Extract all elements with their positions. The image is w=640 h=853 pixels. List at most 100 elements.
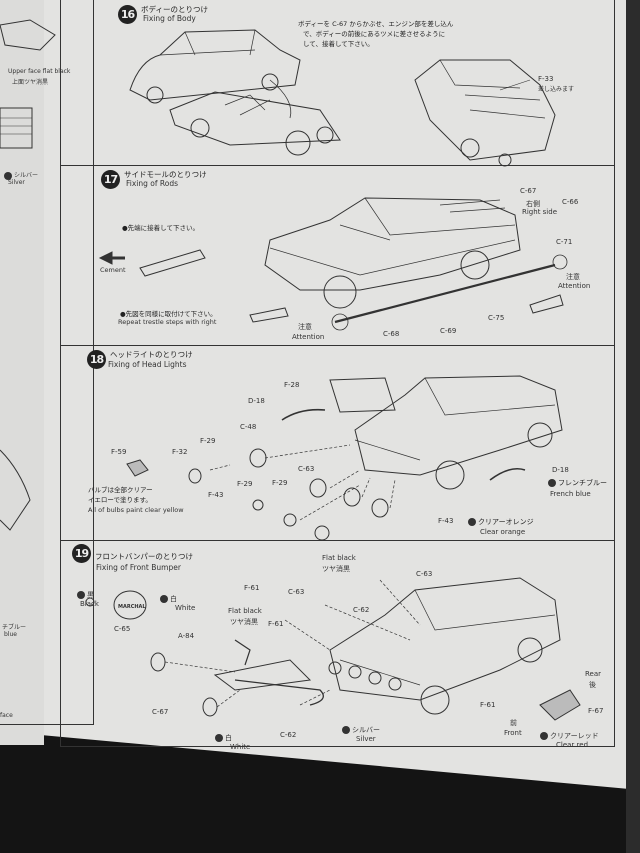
part-label: C-67	[152, 708, 169, 716]
note: Repeat trestle steps with right	[118, 318, 217, 326]
part-label: F-43	[208, 491, 224, 499]
paint-icon	[215, 734, 223, 742]
part-label: C-63	[298, 465, 315, 473]
brand-label: MARCHAL	[118, 604, 146, 610]
side-label: Right side	[522, 208, 557, 216]
part-label: F-29	[237, 480, 253, 488]
attention-label: Attention	[558, 282, 591, 290]
part-label: C-48	[240, 423, 257, 431]
part-label: C-75	[488, 314, 505, 322]
bulb-note: イエローで塗ります。	[88, 496, 152, 504]
step-title-en: Fixing of Rods	[126, 179, 179, 188]
attention-label: Attention	[292, 333, 325, 341]
part-label: F-32	[172, 448, 188, 456]
part-label: F-67	[588, 707, 604, 715]
part-label: D-18	[552, 466, 569, 474]
paint-label: White	[230, 743, 251, 751]
attention-label: 注意	[566, 273, 580, 281]
step-title-jp: ボディーのとりつけ	[141, 5, 209, 14]
divider	[60, 345, 615, 346]
instruction-sheet	[38, 0, 640, 790]
paint-label: Black	[80, 600, 99, 608]
part-label: F-43	[438, 517, 454, 525]
paint-label: White	[175, 604, 196, 612]
paint-label: French blue	[550, 490, 591, 498]
left-label: Silver	[8, 179, 25, 186]
part-label: C-62	[280, 731, 297, 739]
part-label: F-28	[284, 381, 300, 389]
part-label: C-68	[383, 330, 400, 338]
paint-label: ツヤ消黒	[230, 618, 258, 626]
part-label: 差し込みます	[538, 86, 575, 93]
paint-label: Clear red	[556, 741, 589, 749]
divider	[60, 540, 615, 541]
part-label: C-63	[416, 570, 433, 578]
direction-label: 後	[589, 681, 596, 689]
paint-label: 白	[160, 594, 177, 604]
paint-label: 黒	[77, 590, 94, 600]
paint-label: Silver	[356, 735, 376, 743]
left-label: チブルー	[2, 624, 27, 631]
left-label: シルバー	[4, 170, 38, 180]
part-label: F-29	[200, 437, 216, 445]
paint-label: ツヤ消黒	[322, 565, 350, 573]
step-note: で、ボディーの前後にあるツメに差させるように	[303, 30, 446, 38]
left-label: 上面ツヤ消黒	[12, 79, 49, 86]
note: Cement	[100, 266, 126, 274]
part-label: C-66	[562, 198, 579, 206]
step-title-jp: フロントバンパーのとりつけ	[95, 552, 193, 561]
paint-label: Flat black	[228, 607, 262, 615]
left-label: blue	[4, 631, 17, 638]
step-title-en: Fixing of Head Lights	[108, 360, 187, 369]
step-number: 16	[118, 5, 137, 24]
part-label: A-84	[178, 632, 195, 640]
direction-label: Front	[504, 729, 522, 737]
part-label: F-33	[538, 75, 554, 83]
paint-label: フレンチブルー	[548, 478, 607, 488]
step-title-en: Fixing of Body	[143, 14, 196, 23]
paint-icon	[160, 595, 168, 603]
paint-label: シルバー	[342, 725, 380, 735]
paint-label: クリアーレッド	[540, 731, 599, 741]
part-label: F-29	[272, 479, 288, 487]
left-page	[0, 0, 44, 745]
paint-icon	[342, 726, 350, 734]
step-title-jp: サイドモールのとりつけ	[124, 170, 207, 179]
step-title-en: Fixing of Front Bumper	[96, 563, 181, 572]
left-label: Upper face flat black	[8, 68, 71, 75]
bulb-note: バルブは全部クリアー	[88, 486, 153, 494]
paint-label: Clear orange	[480, 528, 526, 536]
paint-icon	[540, 732, 548, 740]
paint-icon	[77, 591, 85, 599]
step-note: して、接着して下さい。	[303, 40, 374, 48]
paint-label: Flat black	[322, 554, 356, 562]
part-label: D-18	[248, 397, 265, 405]
part-label: C-67	[520, 187, 537, 195]
paint-label: 白	[215, 733, 232, 743]
binding-edge	[626, 0, 640, 853]
step-number: 17	[101, 170, 120, 189]
step-number: 18	[87, 350, 106, 369]
direction-label: Rear	[585, 670, 602, 678]
part-label: C-65	[114, 625, 131, 633]
part-label: F-61	[480, 701, 496, 709]
paint-icon	[468, 518, 476, 526]
attention-label: 注意	[298, 323, 312, 331]
paint-icon	[4, 171, 12, 180]
steps-frame	[60, 0, 615, 747]
part-label: F-61	[268, 620, 284, 628]
side-label: 右側	[526, 200, 540, 208]
note: ●先図を同様に取付けて下さい。	[120, 310, 217, 318]
part-label: F-59	[111, 448, 127, 456]
divider	[60, 165, 615, 166]
step-title-jp: ヘッドライトのとりつけ	[110, 350, 193, 359]
part-label: C-62	[353, 606, 370, 614]
part-label: C-71	[556, 238, 573, 246]
left-label: face	[0, 712, 13, 719]
step-number: 19	[72, 544, 91, 563]
step-note: ボディーを C-67 からかぶせ、エンジン部を差し込ん	[298, 20, 454, 28]
part-label: F-61	[244, 584, 260, 592]
part-label: C-63	[288, 588, 305, 596]
part-label: C-69	[440, 327, 457, 335]
